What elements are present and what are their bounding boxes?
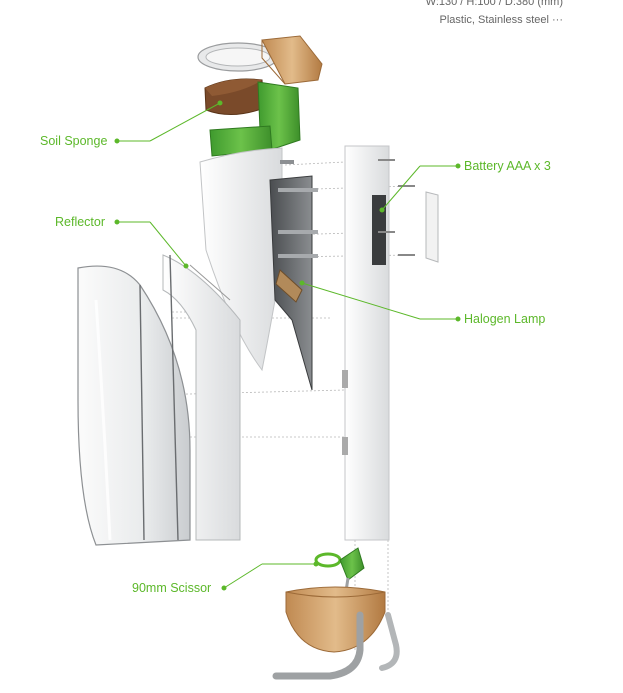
- soil-sponge-label: Soil Sponge: [40, 134, 108, 148]
- soil-sponge-part: [204, 78, 301, 157]
- front-clear-shell: [77, 265, 191, 546]
- lamp-chassis: [269, 160, 318, 391]
- halogen-lamp-label: Halogen Lamp: [464, 312, 546, 326]
- scissor-label: 90mm Scissor: [132, 581, 212, 595]
- base-stand: [272, 586, 400, 680]
- reflector-label: Reflector: [55, 215, 106, 229]
- dimensions-spec: W:130 / H:100 / D:380 (mm): [425, 0, 563, 8]
- back-panel: [342, 145, 390, 541]
- top-cap-assembly: [197, 35, 323, 85]
- callout-leaders: [114, 100, 461, 591]
- battery-label: Battery AAA x 3: [464, 159, 551, 173]
- battery-cover: [378, 159, 439, 263]
- scissor-part: [314, 547, 365, 599]
- materials-spec: Plastic, Stainless steel ···: [439, 14, 563, 26]
